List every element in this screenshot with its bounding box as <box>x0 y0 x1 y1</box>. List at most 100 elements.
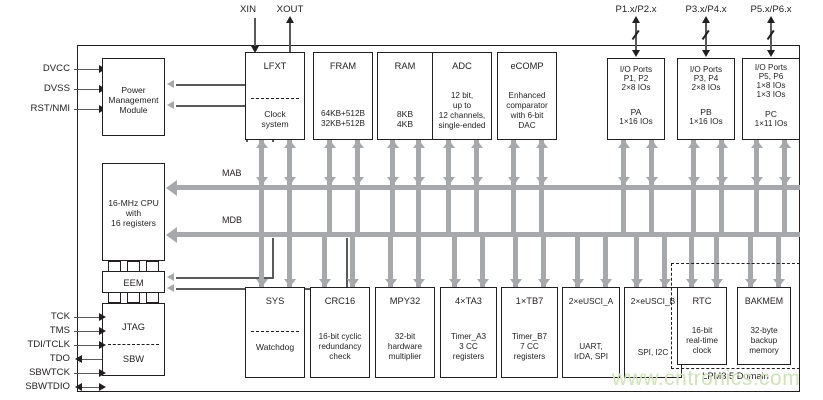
riser-io-pa-b-up <box>645 140 658 148</box>
riser-ecomp-a-dn <box>507 177 520 185</box>
eem-tab-bottom-1 <box>108 292 121 303</box>
pin-label-xin: XIN <box>240 4 256 15</box>
power-line-1: Power <box>121 85 146 95</box>
eem-title: EEM <box>123 278 144 288</box>
pin-wire-sbwtck <box>74 372 100 375</box>
pin-wire-xout <box>289 22 291 52</box>
io-pb-title-3: 2×8 IOs <box>691 83 721 92</box>
eem-tab-top-1 <box>108 261 121 272</box>
io-pc-sub-1: PC <box>765 109 777 119</box>
riser-adc-b-dn <box>470 177 483 185</box>
riser-adc-a <box>446 140 451 235</box>
ta3-title: 4×TA3 <box>455 296 482 306</box>
riser-fram-b <box>355 140 360 235</box>
down-riser-ta3-b <box>480 237 485 287</box>
pmm-ctrl-wire-2-h <box>176 105 248 107</box>
riser-lfxt-b <box>287 140 292 235</box>
block-eusci-a: 2×eUSCI_A UART, IrDA, SPI <box>562 287 620 378</box>
riser-lfxt-b-up <box>283 140 296 148</box>
eusci-a-sub-2: IrDA, SPI <box>573 352 609 361</box>
pin-wire-tdi-tclk <box>74 344 100 347</box>
adc-sub-4: single-ended <box>438 121 486 130</box>
tb7-sub-1: Timer_B7 <box>511 332 548 341</box>
eusci-b-title: 2×eUSCI_B <box>630 296 676 306</box>
down-riser-bakmem-b <box>776 237 781 287</box>
power-line-3: Module <box>119 105 148 115</box>
riser-lfxt-a-dn <box>255 177 268 185</box>
block-io-ports-pa: I/O Ports P1, P2 2×8 IOs PA 1×16 IOs <box>607 58 665 140</box>
riser-fram-a-up <box>323 140 336 148</box>
down-arrow-eusci-a-2 <box>599 279 612 287</box>
pin-arrow-p5-p6-down <box>767 50 775 57</box>
eusci-a-sub-1: UART, <box>579 342 603 351</box>
riser-io-pb-a <box>691 140 696 235</box>
eem-ctrl-arrow-2 <box>167 284 174 293</box>
site-watermark: www.cntronics.com <box>612 367 801 390</box>
eem-ctrl-wire-1-v <box>272 238 274 278</box>
cpu-line-3: 16 registers <box>111 218 156 228</box>
fram-sub-1: 64KB+512B <box>321 109 365 118</box>
riser-io-pc-b-up <box>778 140 791 148</box>
pin-wire-tck <box>74 316 100 319</box>
riser-io-pb-b-dn <box>715 177 728 185</box>
io-pa-title-3: 2×8 IOs <box>621 83 651 92</box>
adc-sub-3: 12 channels, <box>438 111 486 120</box>
down-arrow-sys-a <box>255 279 268 287</box>
crc16-sub-3: check <box>329 352 351 361</box>
down-riser-eusci-b-1 <box>634 237 639 287</box>
riser-io-pb-b <box>719 140 724 235</box>
pin-wire-p5-p6 <box>770 22 772 52</box>
riser-ram-a <box>390 140 395 235</box>
riser-io-pb-a-up <box>687 140 700 148</box>
down-arrow-eusci-b-2 <box>658 279 671 287</box>
pin-label-p1-p2: P1.x/P2.x <box>615 4 657 15</box>
bakmem-sub-3: memory <box>749 346 779 355</box>
pmm-ctrl-arrow-1 <box>167 80 174 89</box>
ta3-sub-1: Timer_A3 <box>450 332 487 341</box>
block-lfxt: LFXT Clock system <box>245 52 305 140</box>
rtc-sub-3: clock <box>692 346 712 355</box>
riser-ecomp-b <box>539 140 544 235</box>
eem-ctrl-wire-2-v <box>346 238 348 289</box>
block-sys: SYS Watchdog <box>245 287 305 378</box>
jtag-divider <box>107 344 160 345</box>
down-riser-eusci-a-1 <box>575 237 580 287</box>
down-arrow-rtc-a <box>685 279 698 287</box>
io-pb-title-1: I/O Ports <box>689 65 723 74</box>
adc-sub-1: 12 bit, <box>450 91 474 100</box>
pmm-ctrl-wire-1-h <box>176 84 274 86</box>
mpy32-sub-1: 32-bit <box>394 332 416 341</box>
pin-wire-rst-nmi <box>74 108 100 111</box>
eusci-b-sub-1: SPI, I2C <box>637 348 669 357</box>
ecomp-sub-3: with 6-bit <box>510 111 544 120</box>
down-riser-sys-a <box>259 237 264 287</box>
pin-wire-dvcc <box>74 68 100 71</box>
riser-io-pc-a <box>754 140 759 235</box>
eem-ctrl-wire-1-h <box>176 277 274 279</box>
riser-lfxt-a-up <box>255 140 268 148</box>
io-pa-sub-1: PA <box>630 107 642 117</box>
riser-adc-a-dn <box>442 177 455 185</box>
riser-io-pa-a-up <box>617 140 630 148</box>
block-mpy32: MPY32 32-bit hardware multiplier <box>375 287 435 378</box>
pin-arrow-p3-p4-up <box>702 16 710 23</box>
io-pa-title-2: P1, P2 <box>623 74 649 83</box>
ecomp-sub-2: comparator <box>506 101 548 110</box>
down-arrow-ta3-a <box>448 279 461 287</box>
lfxt-title: LFXT <box>263 61 287 71</box>
bakmem-title: BAKMEM <box>744 296 784 306</box>
riser-io-pc-a-dn <box>750 177 763 185</box>
riser-lfxt-a <box>259 140 264 235</box>
riser-fram-a-dn <box>323 177 336 185</box>
riser-ecomp-a-up <box>507 140 520 148</box>
riser-ecomp-b-up <box>535 140 548 148</box>
io-pb-sub-1: PB <box>700 107 712 117</box>
block-io-ports-pc: I/O Ports P5, P6 1×8 IOs 1×3 IOs PC 1×11… <box>742 58 800 140</box>
jtag-title: JTAG <box>121 322 146 332</box>
pin-arrow-tdo <box>75 355 82 363</box>
rtc-sub-2: real-time <box>686 336 718 345</box>
down-arrow-tb7-b <box>537 279 550 287</box>
lfxt-sub-2: system <box>261 119 289 129</box>
block-ta3: 4×TA3 Timer_A3 3 CC registers <box>440 287 497 378</box>
down-arrow-ta3-b <box>476 279 489 287</box>
